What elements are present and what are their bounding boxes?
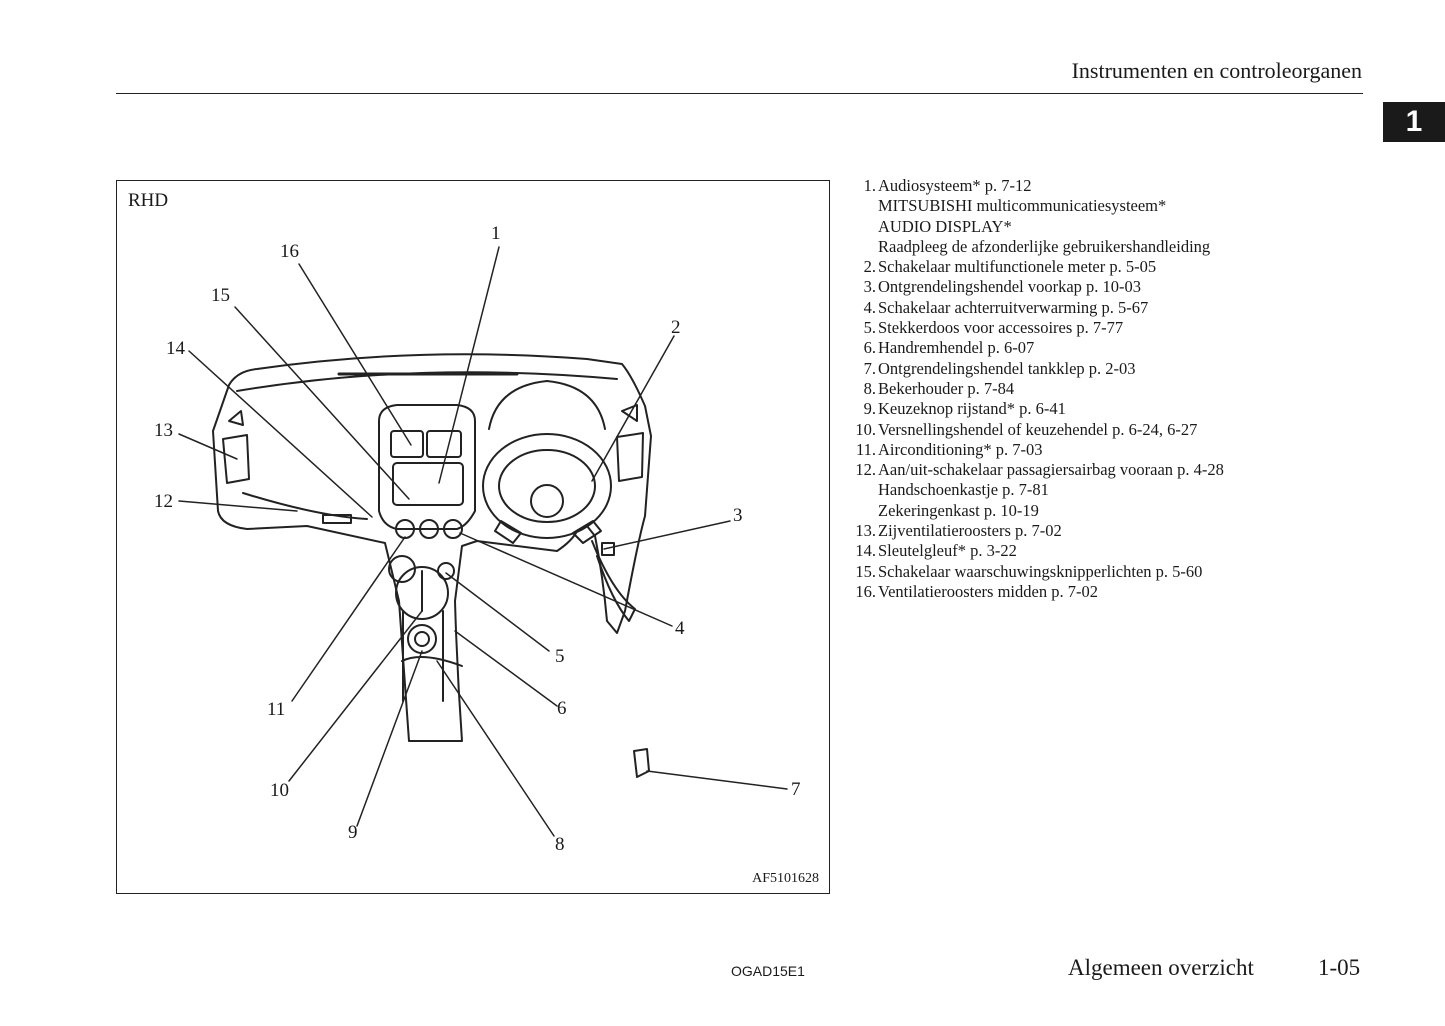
dashboard-illustration (178, 246, 788, 837)
legend-item: 5.Stekkerdoos voor accessoires p. 7-77 (863, 318, 1124, 338)
callout-6: 6 (557, 698, 567, 719)
legend-item: 2.Schakelaar multifunctionele meter p. 5… (863, 257, 1157, 277)
page-header-title: Instrumenten en controleorganen (1071, 58, 1362, 83)
callout-9: 9 (348, 822, 358, 843)
callout-7: 7 (791, 779, 801, 800)
legend-item-continuation: Zekeringenkast p. 10-19 (878, 500, 1039, 520)
legend-item-continuation: Handschoenkastje p. 7-81 (878, 480, 1049, 500)
callout-15: 15 (211, 285, 230, 306)
dashboard-figure: RHD AF5101628 1 2 3 4 5 6 7 8 9 10 11 12… (116, 180, 830, 894)
legend-item: 7.Ontgrendelingshendel tankklep p. 2-03 (863, 358, 1136, 378)
legend-item: 4.Schakelaar achterruitverwarming p. 5-6… (863, 297, 1149, 317)
legend-item: 10.Versnellingshendel of keuzehendel p. … (855, 419, 1198, 439)
legend-item: 16.Ventilatieroosters midden p. 7-02 (855, 581, 1098, 601)
footer-document-code: OGAD15E1 (731, 963, 805, 979)
callout-8: 8 (555, 834, 565, 855)
footer-section-title: Algemeen overzicht (1068, 955, 1254, 980)
legend-item: 1.Audiosysteem* p. 7-12 (863, 176, 1032, 195)
callout-5: 5 (555, 646, 565, 667)
callout-14: 14 (166, 338, 185, 359)
callout-3: 3 (733, 505, 743, 526)
callout-2: 2 (671, 317, 681, 338)
legend-item: 3.Ontgrendelingshendel voorkap p. 10-03 (863, 277, 1142, 297)
legend-item: 13.Zijventilatieroosters p. 7-02 (855, 521, 1062, 541)
figure-code: AF5101628 (752, 871, 819, 886)
callout-1: 1 (491, 223, 501, 244)
chapter-tab: 1 (1383, 102, 1445, 142)
callout-12: 12 (154, 491, 173, 512)
legend-item: 6.Handremhendel p. 6-07 (863, 338, 1035, 358)
legend-item: 9.Keuzeknop rijstand* p. 6-41 (863, 399, 1066, 419)
callout-4: 4 (675, 618, 685, 639)
callout-10: 10 (270, 780, 289, 801)
legend-list: 1.Audiosysteem* p. 7-12 MITSUBISHI multi… (846, 176, 1224, 602)
legend-item: 14.Sleutelgleuf* p. 3-22 (855, 541, 1017, 561)
callout-13: 13 (154, 420, 173, 441)
legend-item-continuation: MITSUBISHI multicommunicatiesysteem* (878, 196, 1167, 216)
legend-item-continuation: AUDIO DISPLAY* (878, 216, 1012, 236)
callout-11: 11 (267, 699, 286, 720)
footer-page-number: 1-05 (1318, 955, 1361, 980)
figure-label-rhd: RHD (128, 190, 169, 211)
callout-16: 16 (280, 241, 299, 262)
header-rule (116, 93, 1363, 94)
legend-item: 15.Schakelaar waarschuwingsknipperlichte… (855, 561, 1203, 581)
legend-item-continuation: Raadpleeg de afzonderlijke gebruikershan… (878, 236, 1211, 256)
legend-item: 12.Aan/uit-schakelaar passagiersairbag v… (855, 460, 1224, 480)
legend-item: 11.Airconditioning* p. 7-03 (855, 439, 1043, 459)
legend-item: 8.Bekerhouder p. 7-84 (863, 378, 1015, 398)
